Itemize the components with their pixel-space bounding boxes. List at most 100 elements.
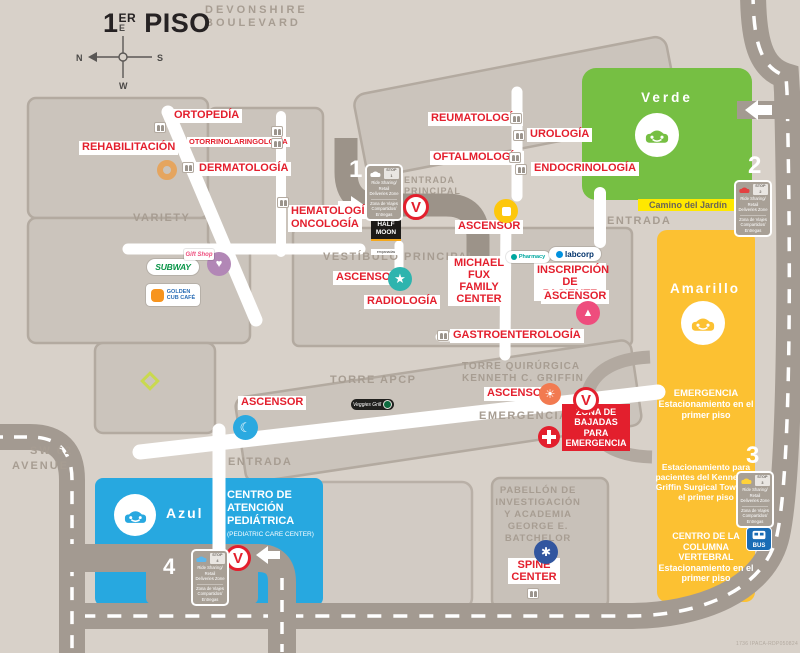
label-dermatologia: DERMATOLOGÍA: [196, 162, 292, 176]
donut-icon: [157, 160, 177, 180]
note-title: EMERGENCIA: [673, 388, 739, 399]
label-pediatric-care-center: (PEDIATRIC CARE CENTER): [227, 531, 314, 538]
elevator-icon: [271, 138, 283, 149]
elevator-triangle-icon: ▲: [576, 301, 600, 325]
compass-n: N: [76, 53, 83, 63]
stop-badge: STOP 1: [383, 168, 399, 180]
label-oftalmologia: OFTALMOLOGÍA: [430, 151, 525, 165]
label-ascensor-3: ASCENSOR: [541, 290, 610, 304]
elevator-asterisk-icon: ✱: [534, 540, 558, 564]
compass-s: S: [157, 53, 163, 63]
stop-sign-3: STOP 3 Ride Sharing/ Retail Deliveries Z…: [736, 471, 774, 529]
label-entrada-principal-1: ENTRADA: [404, 175, 455, 185]
label-gastroenterologia: GASTROENTEROLOGÍA: [450, 329, 584, 343]
arrow-left-icon: [256, 546, 280, 564]
elevator-sun-icon: ☀: [539, 383, 561, 405]
label-entrada-verde: ENTRADA: [607, 215, 672, 227]
car-icon: [196, 556, 207, 563]
car-icon: [370, 171, 381, 178]
stop-text-en: Ride Sharing/ Retail Deliveries Zone: [738, 196, 768, 213]
label-torre-apcp: TORRE APCP: [330, 374, 417, 386]
label-pabellon: PABELLÓN DE INVESTIGACIÓN Y ACADEMIA GEO…: [495, 485, 581, 544]
valet-badge: V: [573, 387, 599, 413]
label-michael-fux: MICHAEL FUX FAMILY CENTER: [448, 256, 510, 307]
arrow-left-icon: [745, 100, 772, 120]
label-endocrinologia: ENDOCRINOLOGÍA: [531, 162, 640, 176]
street-devonshire-2: BOULEVARD: [205, 17, 301, 29]
label-otorrinolaringologia: OTORRINOLARINGOLOGÍA: [187, 137, 290, 147]
elevator-icon: [527, 588, 539, 599]
stop-badge: STOP 2: [752, 184, 768, 196]
label-ascensor-4: ASCENSOR: [484, 387, 553, 401]
elevator-icon: [510, 113, 522, 124]
label-camino-del-jardin: Camino del Jardín: [638, 199, 738, 211]
elevator-icon: [515, 164, 527, 175]
bear-icon: [150, 288, 164, 302]
coffee-logo-icon: [383, 400, 393, 409]
stop-text-es: Zona de Viajes Compartidos/ Entregas: [196, 585, 224, 602]
label-variety: VARIETY: [133, 212, 191, 224]
stop-sign-2: STOP 2 Ride Sharing/ Retail Deliveries Z…: [734, 180, 772, 238]
label-ascensor-5: ASCENSOR: [238, 396, 307, 410]
label-ortopedia: ORTOPEDÍA: [171, 109, 243, 123]
label-ascensor-2: ASCENSOR: [333, 271, 402, 285]
street-sw62-2: AVENUE: [12, 460, 70, 472]
stop-text-es: Zona de Viajes Compartidos/ Entregas: [370, 200, 398, 217]
amarillo-note-surgical-tower: Estacionamiento para pacientes del Kenne…: [655, 462, 757, 503]
elevator-icon: [154, 122, 166, 133]
parking-verde-name: Verde: [641, 90, 693, 105]
stop-number-4: 4: [163, 554, 176, 579]
compass-e: E: [119, 23, 125, 33]
plan-code: 1736 IPACA-RDP050824: [736, 641, 799, 647]
stop-text-es: Zona de Viajes Compartidos/ Entregas: [739, 216, 767, 233]
elevator-icon: [277, 197, 289, 208]
car-icon: [635, 113, 679, 157]
label-emergencia: EMERGENCIA: [479, 410, 569, 422]
elevator-icon: [437, 330, 449, 341]
label-torre-quirurgica-2: KENNETH C. GRIFFIN: [462, 373, 584, 384]
label-zona-bajadas: ZONA DE BAJADAS PARA EMERGENCIA: [562, 404, 630, 452]
stop-badge: STOP 4: [209, 553, 225, 565]
page-title: 1ER PISO: [103, 8, 211, 38]
stop-text-en: Ride Sharing/ Retail Deliveries Zone: [195, 565, 225, 582]
label-urologia: UROLOGÍA: [527, 128, 593, 142]
car-icon: [739, 187, 750, 194]
stop-text-en: Ride Sharing/ Retail Deliveries Zone: [369, 180, 399, 197]
car-icon: [741, 478, 752, 485]
bus-icon: [752, 530, 766, 540]
gift-shop-sign: Gift Shop: [184, 249, 214, 260]
note-body: Estacionamiento en el primer piso: [658, 399, 754, 420]
street-devonshire-1: DEVONSHIRE: [205, 4, 308, 16]
parking-azul-name: Azul: [166, 505, 204, 521]
label-rehabilitacion: REHABILITACIÓN: [79, 141, 179, 155]
amarillo-note-columna: CENTRO DE LA COLUMNA VERTEBRAL Estaciona…: [656, 531, 756, 584]
label-oncologia: ONCOLOGÍA: [288, 218, 362, 232]
stop-text-en: Ride Sharing/ Retail Deliveries Zone: [740, 487, 770, 504]
label-hematologia: HEMATOLOGÍA/: [288, 205, 379, 219]
labcorp-icon: [556, 250, 564, 258]
emergency-cross-icon: [538, 426, 560, 448]
elevator-star-icon: ★: [388, 267, 412, 291]
elevator-icon: [513, 130, 525, 141]
label-entrada-sur: ENTRADA: [228, 456, 293, 468]
compass-icon: [88, 36, 152, 78]
stop-number-2: 2: [748, 152, 762, 179]
half-moon-sub: empanadas: [371, 249, 401, 256]
elevator-icon: [182, 162, 194, 173]
label-centro-pediatrico: CENTRO DE ATENCIÓN PEDIÁTRICA: [227, 489, 295, 528]
stop-number-3: 3: [746, 442, 760, 469]
elevator-moon-icon: ☾: [233, 415, 258, 440]
label-radiologia: RADIOLOGÍA: [364, 295, 441, 309]
labcorp-logo: labcorp: [549, 247, 601, 261]
stop-badge: STOP 3: [754, 475, 770, 487]
label-entrada-principal-2: PRINCIPAL: [404, 186, 461, 196]
label-reumatologia: REUMATOLOGÍA: [428, 112, 524, 126]
car-icon: [681, 301, 725, 345]
elevator-icon: [271, 126, 283, 137]
stop-text-es: Zona de Viajes Compartidos/ Entregas: [741, 507, 769, 524]
elevator-square-icon: [494, 199, 518, 223]
bus-stop-sign: BUS: [746, 527, 772, 551]
label-torre-quirurgica-1: TORRE QUIRÚRGICA: [462, 361, 581, 372]
valet-badge: V: [403, 194, 429, 220]
